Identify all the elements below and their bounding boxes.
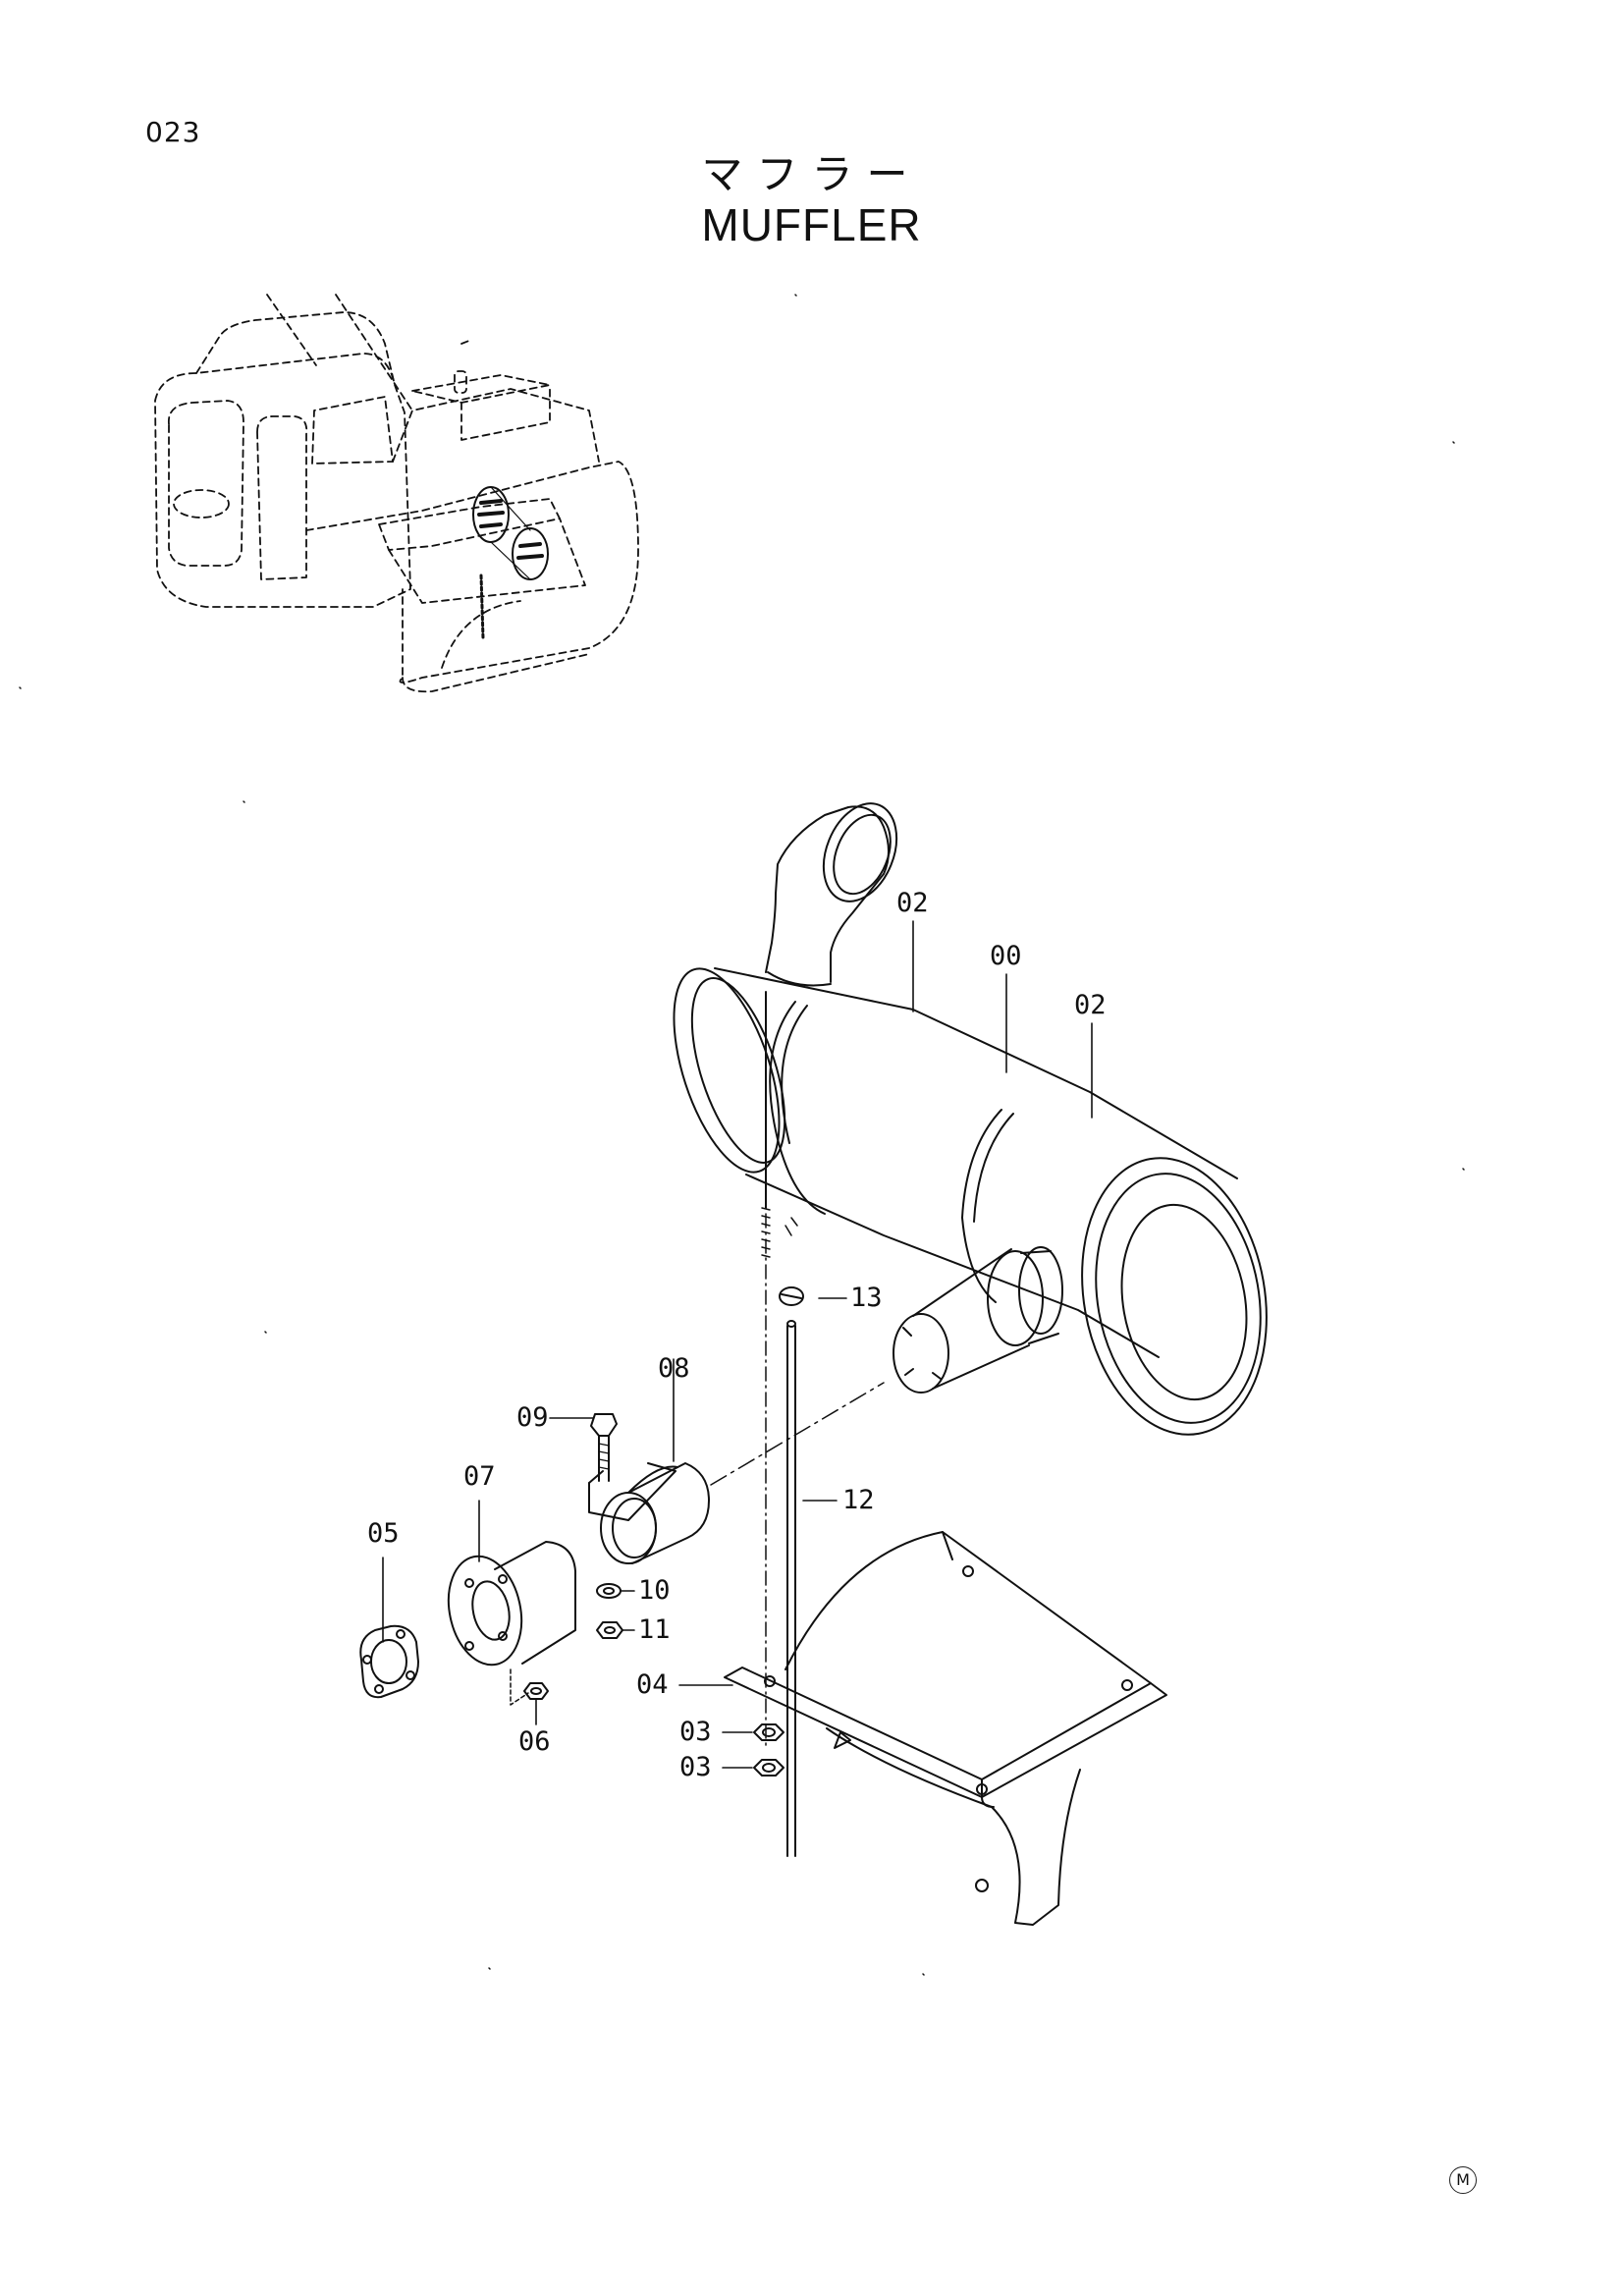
callout-08: 08: [658, 1353, 690, 1384]
mounting-bracket: [724, 1531, 1167, 1926]
callout-07: 07: [463, 1461, 496, 1492]
callout-02-left: 02: [896, 888, 929, 918]
callout-09: 09: [516, 1402, 549, 1433]
callout-11: 11: [638, 1614, 671, 1645]
leader-lines: [382, 920, 1093, 1769]
pipe-07: [447, 1541, 576, 1667]
muffler-body: [673, 967, 1268, 1436]
pipe-08: [588, 1462, 710, 1564]
callout-02-right: 02: [1074, 990, 1107, 1020]
callout-05: 05: [367, 1518, 400, 1549]
callout-10: 10: [638, 1575, 671, 1606]
callout-03-lower: 03: [679, 1752, 712, 1782]
m-marker-icon: M: [1449, 2166, 1477, 2194]
locator-muffler-highlight: [472, 486, 549, 640]
muffler-inlet: [893, 1246, 1063, 1394]
bolt-09: [590, 1413, 618, 1482]
clamp-13: [779, 1286, 804, 1306]
callout-00: 00: [990, 941, 1022, 971]
rod: [786, 1320, 796, 1857]
nut-11: [596, 1621, 623, 1639]
gasket-05: [359, 1624, 419, 1699]
muffler-tailpipe: [765, 802, 898, 987]
callout-04: 04: [636, 1669, 669, 1700]
callout-06: 06: [518, 1726, 551, 1757]
washer-10: [596, 1583, 622, 1599]
nut-06: [510, 1668, 549, 1706]
scan-specks: [19, 294, 1465, 1976]
callout-12: 12: [842, 1485, 875, 1515]
nuts-03: [753, 1723, 784, 1777]
locator-excavator: [154, 294, 639, 693]
callout-13: 13: [850, 1283, 883, 1313]
title-english: MUFFLER: [701, 199, 922, 250]
page-number: 023: [145, 116, 201, 148]
callout-03-upper: 03: [679, 1717, 712, 1747]
title-japanese: マフラー: [701, 150, 922, 198]
